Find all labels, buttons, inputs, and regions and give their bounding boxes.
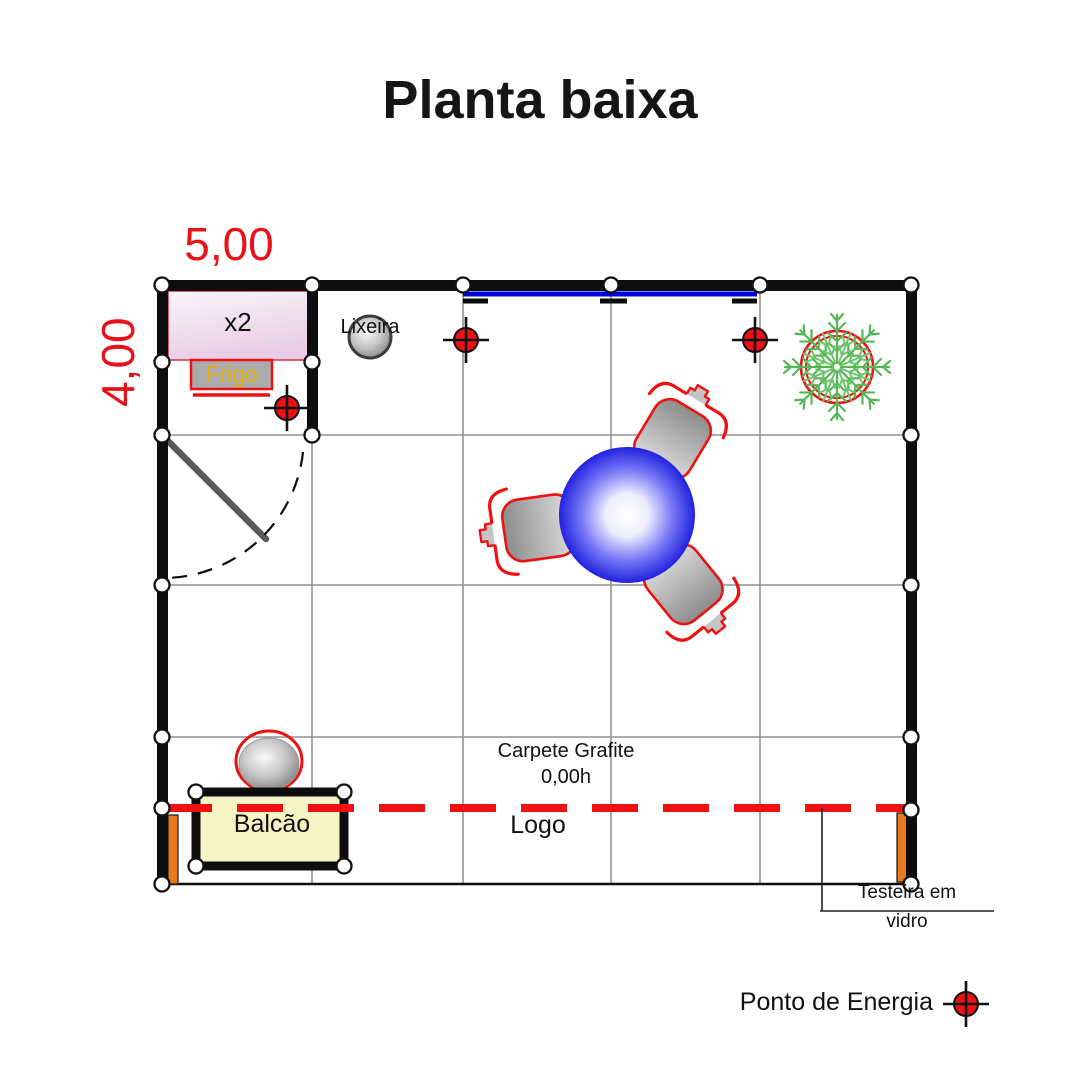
- window-line: [463, 291, 757, 304]
- round-table: [559, 447, 695, 583]
- power-point-icon: [730, 315, 780, 365]
- stool: [234, 729, 304, 793]
- legend-power-point-icon: [941, 979, 991, 1029]
- carpet-label: Carpete Grafite: [497, 740, 635, 762]
- closet-label: x2: [224, 307, 252, 337]
- callout-leader-lines: [820, 808, 994, 912]
- counter-label: Balcão: [233, 810, 311, 838]
- trash-bin-icon: [347, 314, 393, 360]
- page-title: Planta baixa: [382, 70, 698, 130]
- glass-support-left: [167, 814, 179, 885]
- wall-nodes: [153, 276, 920, 893]
- height-dimension-label: 4,00: [91, 317, 144, 407]
- glass-support-right: [896, 812, 908, 883]
- power-point-icon: [441, 315, 491, 365]
- glass-header-label-line1: Testeira em: [857, 882, 957, 903]
- power-point-icon: [262, 383, 312, 433]
- width-dimension-label: 5,00: [184, 218, 274, 270]
- fridge: [189, 358, 274, 397]
- trash-bin-label: Lixeira: [340, 316, 400, 338]
- door-swing: [160, 433, 305, 580]
- plant-icon: [782, 312, 892, 422]
- fridge-label: Frigo: [205, 361, 258, 387]
- carpet-height-label: 0,00h: [540, 766, 592, 788]
- legend-power-point-label: Ponto de Energia: [739, 988, 933, 1016]
- logo-label: Logo: [510, 811, 566, 839]
- glass-header-label-line2: vidro: [886, 911, 928, 932]
